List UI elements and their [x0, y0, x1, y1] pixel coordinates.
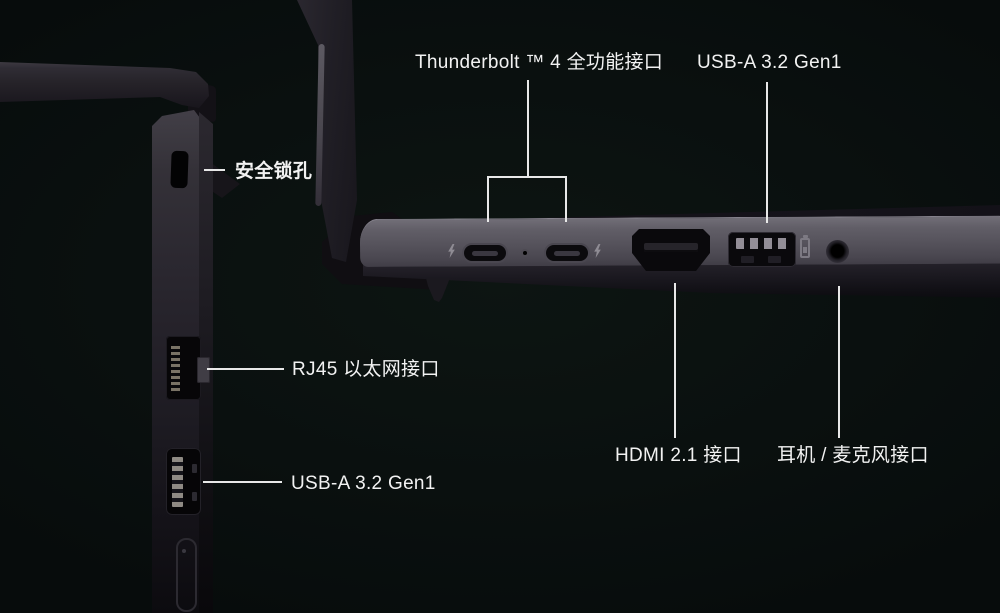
- callout-line-hdmi: [674, 283, 676, 438]
- callout-bracket-leg-left: [487, 176, 489, 222]
- callout-line-usb-a-left: [203, 481, 282, 483]
- battery-icon-tick: [803, 247, 807, 253]
- battery-icon: [800, 238, 810, 258]
- usb-a-tongue: [172, 457, 183, 507]
- thunderbolt-icon: [594, 244, 601, 258]
- label-headphone-mic: 耳机 / 麦克风接口: [777, 445, 929, 466]
- usb-c-slit: [554, 250, 580, 256]
- vent-screw-hole: [182, 549, 186, 553]
- thunderbolt-icon: [448, 244, 455, 258]
- thunderbolt-4-usb-c-port-1: [462, 243, 508, 263]
- security-lock-slot: [170, 150, 189, 189]
- label-usb-a-left: USB-A 3.2 Gen1: [291, 473, 436, 494]
- right-laptop-rubber-foot: [426, 278, 450, 302]
- callout-line-headphone: [838, 286, 840, 438]
- label-thunderbolt: Thunderbolt ™ 4 全功能接口: [415, 52, 664, 73]
- right-laptop-lid: [297, 0, 357, 262]
- callout-line-thunderbolt: [527, 80, 529, 177]
- usb-a-notch: [192, 464, 197, 473]
- reset-hole: [521, 249, 529, 257]
- thunderbolt-4-usb-c-port-2: [544, 243, 590, 263]
- label-usb-a-top: USB-A 3.2 Gen1: [697, 52, 842, 73]
- label-security-lock: 安全锁孔: [235, 161, 313, 182]
- usb-a-notch: [741, 256, 754, 263]
- usb-c-slit: [472, 250, 498, 256]
- headphone-mic-jack: [826, 240, 849, 263]
- usb-a-notch: [768, 256, 781, 263]
- callout-line-rj45: [207, 368, 284, 370]
- callout-bracket-leg-right: [565, 176, 567, 222]
- battery-icon-cap: [803, 235, 808, 238]
- callout-line-security-lock: [204, 169, 225, 171]
- callout-bracket-thunderbolt: [487, 176, 567, 178]
- left-laptop-lid: [0, 62, 209, 108]
- vent-slot: [176, 538, 197, 612]
- callout-line-usb-a-top: [766, 82, 768, 223]
- usb-a-port-right: [728, 232, 796, 267]
- usb-a-notch: [192, 492, 197, 501]
- label-hdmi: HDMI 2.1 接口: [615, 445, 742, 466]
- rj45-clip-tab: [197, 357, 210, 383]
- rj45-pins: [171, 346, 180, 392]
- usb-a-tongue: [736, 238, 788, 249]
- hdmi-slot: [644, 243, 698, 252]
- usb-a-port-left: [166, 448, 201, 515]
- label-rj45: RJ45 以太网接口: [292, 359, 440, 380]
